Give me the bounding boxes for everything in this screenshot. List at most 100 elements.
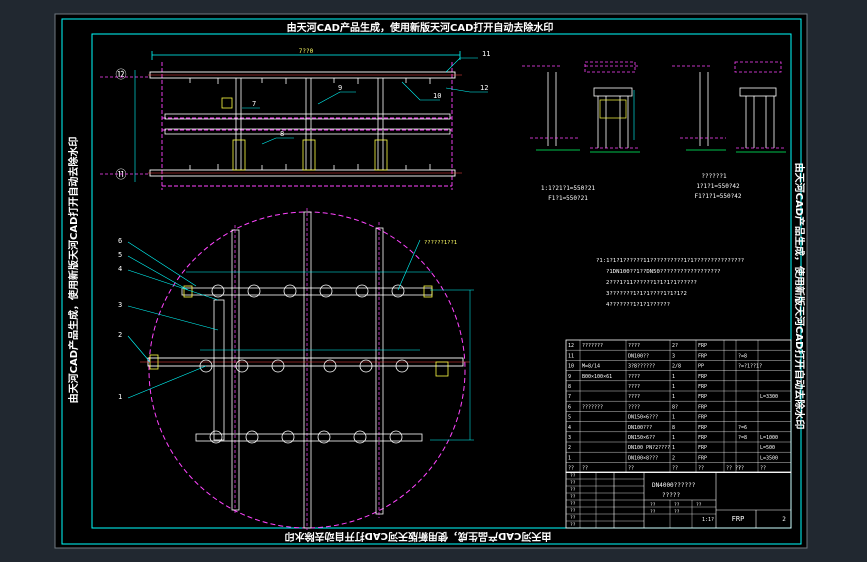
parts-row-11-name: DN100?? [628,353,649,359]
parts-row-2-no: 2 [568,445,571,451]
title-block-left-4: ?? [570,501,576,507]
detail-left-caption-1: 1:1?21?1=550?21 [541,185,596,192]
parts-header-no: ?? [568,466,574,472]
detail-right-caption-2: 1?1?1=550?42 [696,183,740,190]
parts-row-9-mat: FRP [698,374,707,380]
detail-right-caption-1: ??????1 [701,173,727,180]
parts-row-10-no: 10 [568,364,574,370]
parts-row-4-name: DN100??? [628,425,652,431]
detail-right-caption-3: F1?1?1=550?42 [695,193,742,200]
parts-row-9-no: 9 [568,374,571,380]
detail-left-caption-2: F1?1=550?21 [548,195,588,202]
parts-row-7-note: L=3300 [760,394,778,400]
plan-callout-3: 3 [118,301,122,309]
parts-row-12-mat: FRP [698,343,707,349]
note-line-4: 4???????1?1?1?????? [606,302,670,308]
watermark-right: 由天河CAD产品生成，使用新版天河CAD打开自动去除水印 [793,163,806,430]
watermark-left: 由天河CAD产品生成，使用新版天河CAD打开自动去除水印 [67,137,80,404]
parts-header-note: ?? [760,466,766,472]
title-block-sheet: 2 [782,516,786,523]
level-mark-top: ⑫ [116,68,127,81]
parts-row-2-name: DN100 PN?2???? [628,445,670,451]
title-block-mid-1: ?? [674,502,680,508]
parts-row-4-no: 4 [568,425,571,431]
parts-row-12-code: ??????? [582,343,603,349]
elevation-callouts [242,57,488,145]
plan-inlet-pipe [213,299,225,441]
plan-view: 6 5 4 3 2 1 ??????1??1 [118,208,474,530]
parts-row-4-qty: 8 [672,425,675,431]
parts-row-2-qty: 1 [672,445,675,451]
title-block-mid-2: ?? [696,502,702,508]
parts-row-12-no: 12 [568,343,574,349]
parts-row-11-w2: ?=8 [738,353,747,359]
parts-header-mat: ?? [698,466,704,472]
elevation-support-beam-lower [164,128,451,135]
parts-header-w2: ?? [738,466,744,472]
parts-row-1-qty: 2 [672,455,675,461]
elevation-support-blocks [221,97,388,171]
title-block-left-3: ?? [570,494,576,500]
title-block-left-7: ?? [570,522,576,528]
parts-header-w1: ?? ?? [726,466,741,472]
parts-row-12-name: ???? [628,343,640,349]
parts-row-8-name: ???? [628,384,640,390]
plan-callout-2: 2 [118,331,122,339]
elevation-callout-8: 8 [280,130,284,138]
title-block: ?? ?? ?? ?? ?? ?? ?? ?? ?? ?? ?? ?? ?? D… [565,471,792,529]
parts-row-3-qty: 1 [672,435,675,441]
title-block-left-0: ?? [570,473,576,479]
parts-row-1-no: 1 [568,455,571,461]
detail-view-right: ??????1 1?1?1=550?42 F1?1?1=550?42 [672,61,786,200]
title-block-material: FRP [732,515,745,523]
note-line-3: 3???????1?1?1????1?1?1?2 [606,291,687,297]
parts-row-11-qty: 3 [672,353,675,359]
parts-row-6-code: ??????? [582,404,603,410]
parts-row-7-name: ???? [628,394,640,400]
parts-row-3-note: L=1000 [760,435,778,441]
parts-row-5-no: 5 [568,415,571,421]
parts-row-10-mat: PP [698,364,704,370]
technical-notes: ?1:1?1?1??????11??????????1?1???????????… [596,258,744,308]
parts-row-9-code: B00×100×61 [582,374,612,380]
plan-callout-1: 1 [118,393,122,401]
parts-row-3-no: 3 [568,435,571,441]
parts-row-10-w2: ?=?1??1? [738,364,762,370]
title-block-title-1: DN4000?????? [652,482,696,489]
title-block-left-5: ?? [570,508,576,514]
plan-holes [199,284,409,444]
parts-row-6-mat: FRP [698,404,707,410]
elevation-verticals [235,78,384,170]
parts-row-7-mat: FRP [698,394,707,400]
parts-row-6-qty: 8? [672,404,678,410]
note-line-2: 2???1?11??????1?1?1?1?????? [606,280,697,286]
title-block-left-6: ?? [570,515,576,521]
parts-row-10-qty: 2/8 [672,364,681,370]
elevation-nozzles [189,78,431,170]
drawing-frame-inner [91,33,792,529]
parts-row-11-no: 11 [568,353,574,359]
parts-row-8-mat: FRP [698,384,707,390]
note-line-0: ?1:1?1?1??????11??????????1?1???????????… [596,258,744,264]
elevation-callout-11: 11 [482,50,490,58]
parts-row-5-qty: 1 [672,415,675,421]
parts-row-12-qty: 2? [672,343,678,349]
parts-row-5-name: DN150×6??? [628,415,658,421]
elevation-support-beam-upper [164,113,451,120]
parts-row-2-note: L=500 [760,445,775,451]
drawing-sheet [54,13,808,549]
parts-row-1-mat: FRP [698,455,707,461]
parts-row-2-mat: FRP [698,445,707,451]
plan-vertical-beams-dash [234,208,380,530]
drawing-frame-outer [61,18,802,545]
parts-row-7-qty: 1 [672,394,675,400]
parts-header-qty: ?? [672,466,678,472]
elevation-callout-9: 9 [338,84,342,92]
parts-row-4-mat: FRP [698,425,707,431]
parts-row-1-note: L=3500 [760,455,778,461]
parts-row-6-no: 6 [568,404,571,410]
elevation-view: 7??0 ⑫ ⑪ [100,48,490,190]
plan-callout-6: 6 [118,237,122,245]
